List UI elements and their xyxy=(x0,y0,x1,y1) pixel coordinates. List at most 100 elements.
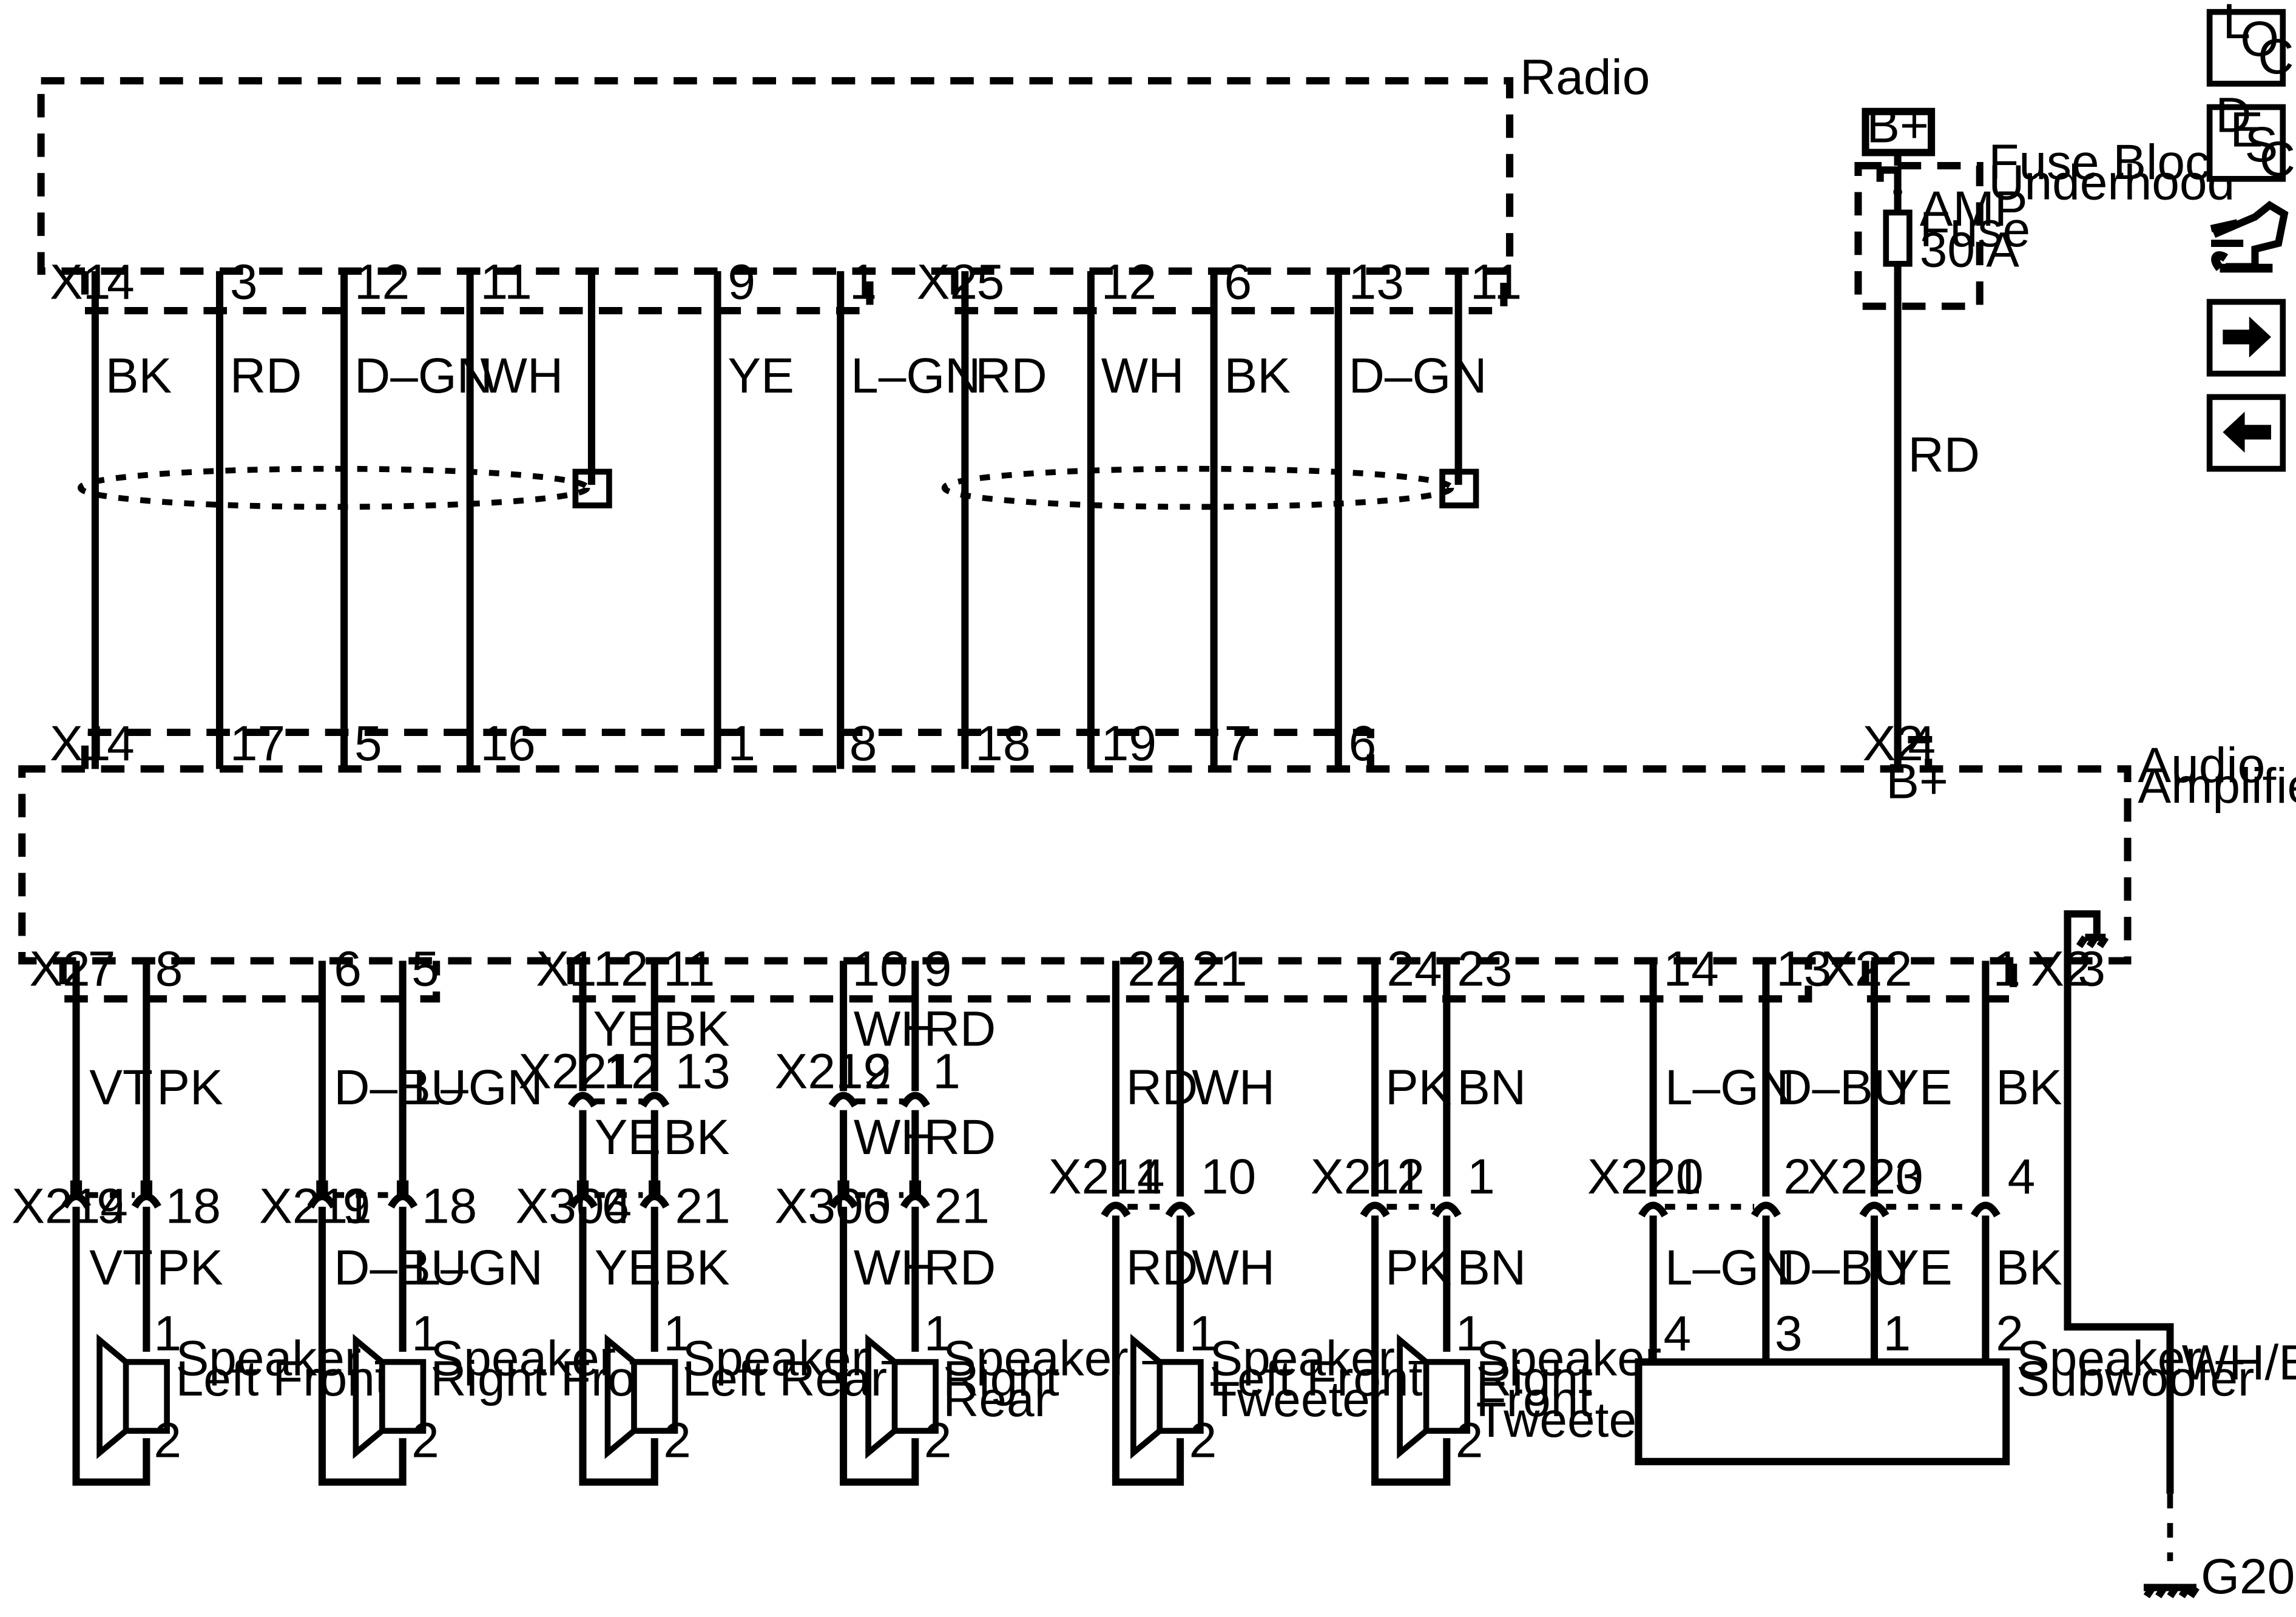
right-arrow-icon xyxy=(2223,316,2271,358)
shield-ellipse xyxy=(941,465,1454,510)
next-button[interactable] xyxy=(2206,299,2286,377)
connector-pin: 1 xyxy=(1135,1149,1163,1204)
amplifier-label: Amplifier xyxy=(2138,758,2296,814)
wire-color-label: BK xyxy=(1996,1060,2062,1115)
amp-input-pin: 8 xyxy=(849,716,877,771)
amplifier-outline xyxy=(18,765,2132,965)
speaker-pin: 1 xyxy=(1456,1306,1484,1361)
subwoofer-pin: 4 xyxy=(1663,1306,1691,1361)
connector-pin: 1 xyxy=(933,1044,961,1099)
connector-pin: 4 xyxy=(2008,1149,2036,1204)
wire-color-label: YE xyxy=(595,1240,661,1295)
connector-terminal xyxy=(307,1193,418,1209)
wire-color-label: L–GN xyxy=(413,1060,543,1115)
amp-output-pin: 7 xyxy=(88,942,116,997)
desc-letter: E xyxy=(2230,103,2263,158)
connector-label: X211 xyxy=(259,1178,372,1234)
previous-button[interactable] xyxy=(2206,394,2286,472)
radio-pin: 3 xyxy=(230,255,258,310)
wire-color-label: VT xyxy=(89,1240,153,1295)
wire-color-label: WH xyxy=(854,1001,937,1056)
inline-connector-x304: X304 6 21 xyxy=(515,1178,730,1234)
connector-terminal xyxy=(828,1092,930,1108)
radio: Radio X1 X2 4 3 12 11 9 1 5 12 6 13 11 xyxy=(37,50,1650,315)
connector-wrench-icon[interactable] xyxy=(2210,200,2289,273)
desc-button-frame[interactable] xyxy=(2206,104,2286,182)
ground-g204-icon xyxy=(2143,1584,2200,1599)
inline-connector-x211: X211 9 18 xyxy=(259,1178,477,1234)
connector-pin: 1 xyxy=(1467,1149,1495,1204)
amp-power-connector-label: X2 xyxy=(1863,716,1923,771)
speaker-right-front-tweeter: 1 2 Speaker – Right Front Tweeter xyxy=(1397,1306,1703,1468)
connector-pin-block xyxy=(396,1180,409,1195)
connector-pin: 6 xyxy=(862,1178,890,1234)
connector-pin-block xyxy=(140,1180,152,1195)
loc-button-frame[interactable] xyxy=(2206,8,2286,87)
speaker-pin: 2 xyxy=(1456,1413,1484,1468)
amp-output-pin: 5 xyxy=(411,942,439,997)
connector-terminal xyxy=(1638,1201,1781,1218)
inline-connector-x220-b: X220 3 4 xyxy=(1807,1149,2036,1218)
radio-pin: 13 xyxy=(1349,255,1404,310)
amplifier-label: Audio xyxy=(2138,738,2265,793)
radio-pin: 12 xyxy=(1101,255,1156,310)
amp-input-pin: 17 xyxy=(230,716,285,771)
wire-color-label: D–BU xyxy=(1776,1240,1909,1295)
connector-pin-block xyxy=(837,1180,849,1195)
wire-color-label: YE xyxy=(1886,1240,1952,1295)
speaker-label: Speaker – xyxy=(2016,1331,2243,1386)
connector-pin-block xyxy=(909,1180,921,1195)
wire-color-label: WH xyxy=(481,348,564,403)
amp-output-pin: 22 xyxy=(1127,942,1183,997)
connector-label: X214 xyxy=(1048,1149,1165,1204)
subwoofer-pin: 2 xyxy=(1996,1306,2024,1361)
left-front-tweeter-circuit xyxy=(1112,960,1184,1486)
speaker-label: Subwoofer xyxy=(2016,1351,2254,1406)
radio-outline xyxy=(37,77,1514,275)
wire-color-label: D–BU xyxy=(1776,1060,1909,1115)
wire-color-label: YE xyxy=(1886,1060,1952,1115)
desc-letter: C xyxy=(2260,132,2295,187)
connector-pin: 2 xyxy=(864,1044,892,1099)
inline-connector-x219: X219 2 1 xyxy=(775,1044,961,1108)
wire-color-label: YE xyxy=(593,1001,659,1056)
speaker-pin: 1 xyxy=(663,1306,691,1361)
amp-output-pin: 12 xyxy=(593,942,648,997)
connector-pin: 12 xyxy=(603,1044,658,1099)
wire-color-label: RD xyxy=(975,348,1047,403)
connector-arrows xyxy=(2210,219,2244,248)
fuse-block-outline xyxy=(1854,162,1984,310)
wire-color-label: BK xyxy=(663,1240,729,1295)
desc-button[interactable]: D E S C xyxy=(2206,88,2295,187)
right-front-tweeter-circuit xyxy=(1371,960,1451,1486)
connector-terminal xyxy=(1360,1201,1462,1218)
ground-wire xyxy=(2064,960,2174,1494)
amp-input-pin: 5 xyxy=(354,716,382,771)
connector-label: X221 xyxy=(518,1044,635,1099)
amp-ground-lead xyxy=(2064,910,2101,961)
amp-x1-output-connector-outline xyxy=(567,960,1812,1003)
speaker-label: Tweeter xyxy=(1476,1393,1653,1448)
speaker-pin: 2 xyxy=(924,1413,952,1468)
wrench-shape xyxy=(2211,251,2273,273)
amp-input-pin: 6 xyxy=(1349,716,1377,771)
radio-pin: 1 xyxy=(849,255,877,310)
loc-button[interactable]: L O C xyxy=(2206,0,2294,87)
wire-color-label: RD xyxy=(1126,1240,1198,1295)
wire-color-label: WH xyxy=(854,1240,937,1295)
inline-connector-x211-tweeter: X211 2 1 xyxy=(1311,1149,1495,1218)
wire-color-label: WH xyxy=(1101,348,1184,403)
wire-color-label: BK xyxy=(106,348,172,403)
audio-amplifier: Audio Amplifier X1 4 17 5 16 1 8 18 19 7… xyxy=(18,716,2296,1003)
speaker-label: Right xyxy=(1476,1351,1593,1406)
desc-letter: S xyxy=(2245,117,2278,172)
wire-color-label: PK xyxy=(157,1240,223,1295)
amp-output-pin: 24 xyxy=(1386,942,1442,997)
amp-input-pin: 19 xyxy=(1101,716,1156,771)
amp-x1-input-connector-outline xyxy=(81,728,1374,769)
amp-output-connector-label: X1 xyxy=(536,942,596,997)
radio-label: Radio xyxy=(1520,50,1650,105)
inline-connector-x214-tweeter: X214 1 10 xyxy=(1048,1149,1256,1218)
speaker-pin: 2 xyxy=(1189,1413,1217,1468)
amp-output-pin: 23 xyxy=(1457,942,1512,997)
